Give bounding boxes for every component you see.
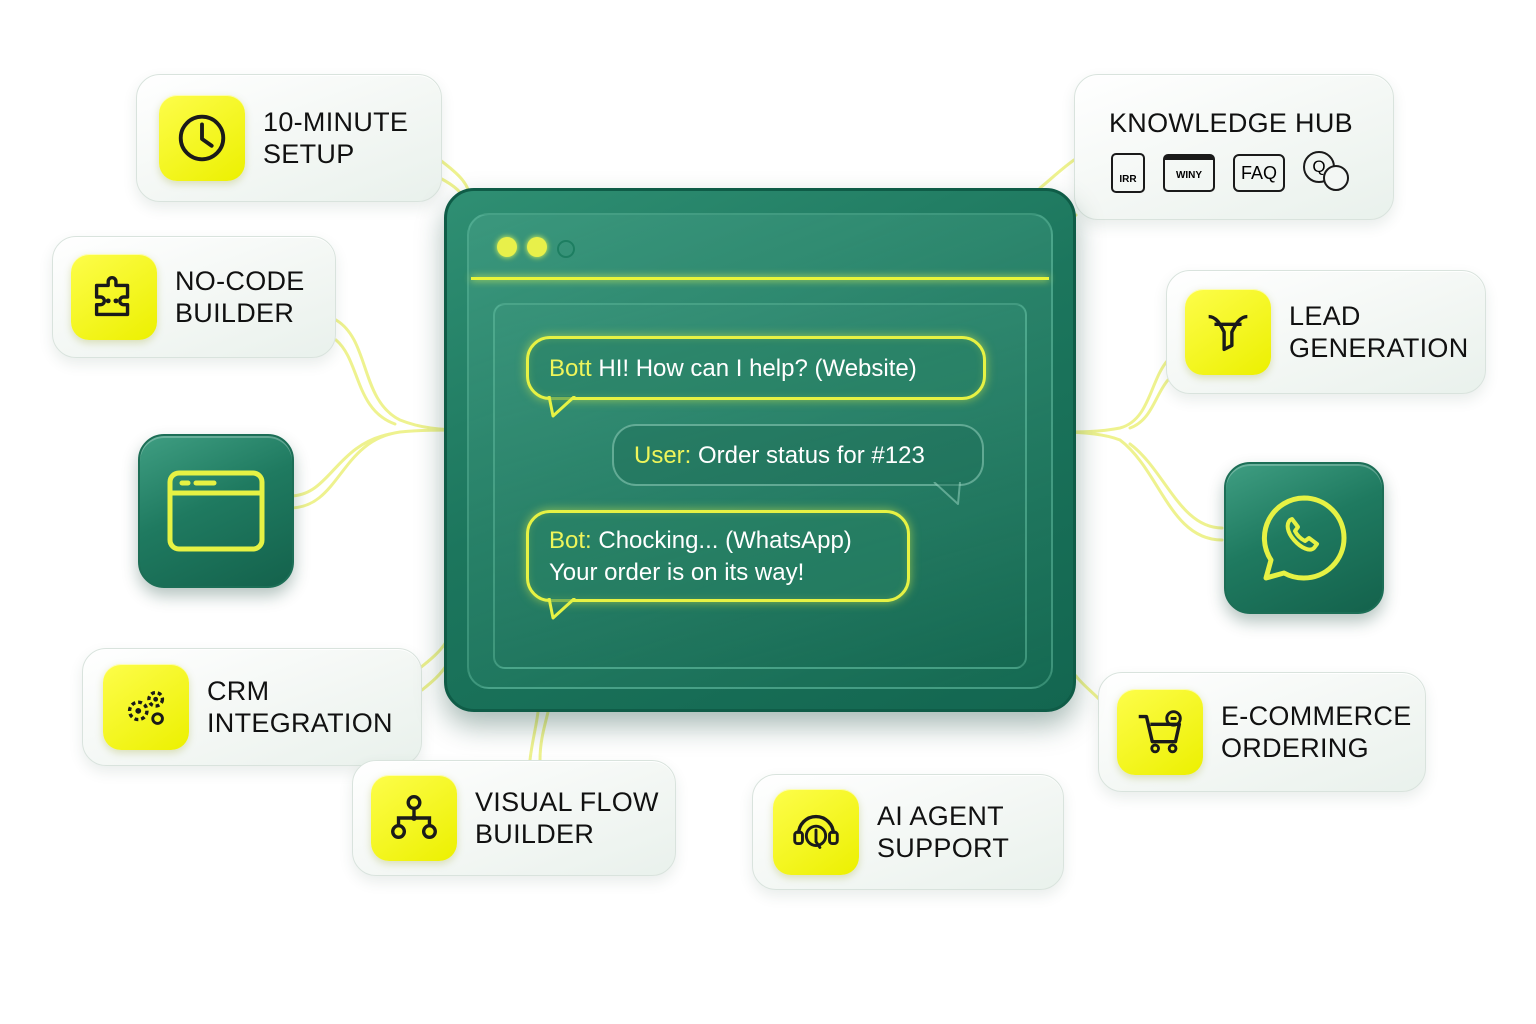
feature-label-nocode: NO-CODE BUILDER bbox=[175, 265, 305, 329]
chat-bubble-bot-1: Bott HI! How can I help? (Website) bbox=[526, 336, 986, 400]
bubble-text: Chocking... (WhatsApp) bbox=[591, 527, 852, 554]
chat-bubble-user: User: Order status for #123 bbox=[612, 424, 984, 486]
knowledge-hub-title: KNOWLEDGE HUB bbox=[1109, 108, 1353, 138]
shopping-cart-icon bbox=[1117, 689, 1203, 775]
knowledge-sources: IRR WINY FAQ Q bbox=[1111, 151, 1351, 195]
label-line: SETUP bbox=[263, 139, 355, 169]
browser-window-icon bbox=[167, 470, 265, 552]
window-dot-icon[interactable] bbox=[557, 240, 575, 258]
feature-card-lead[interactable]: LEAD GENERATION bbox=[1166, 270, 1486, 394]
connector-lead-2 bbox=[1128, 378, 1170, 430]
connector-flow-2 bbox=[528, 710, 540, 762]
bubble-speaker: Bott bbox=[549, 355, 592, 382]
bubble-tail-icon bbox=[547, 396, 577, 418]
feature-card-ecommerce[interactable]: E-COMMERCE ORDERING bbox=[1098, 672, 1426, 792]
whatsapp-icon bbox=[1261, 495, 1347, 581]
window-dot-icon[interactable] bbox=[527, 237, 547, 257]
label-line: INTEGRATION bbox=[207, 708, 393, 738]
feature-card-crm[interactable]: CRM INTEGRATION bbox=[82, 648, 422, 766]
label-line: 10-MINUTE bbox=[263, 107, 409, 137]
label-line: CRM bbox=[207, 676, 270, 706]
feature-card-nocode[interactable]: NO-CODE BUILDER bbox=[52, 236, 336, 358]
connector-website-2 bbox=[288, 432, 392, 498]
chat-window bbox=[444, 188, 1076, 712]
label-line: BUILDER bbox=[475, 819, 595, 849]
faq-label: FAQ bbox=[1240, 162, 1277, 183]
label-line: BUILDER bbox=[175, 298, 295, 328]
feature-label-ecommerce: E-COMMERCE ORDERING bbox=[1221, 700, 1412, 764]
label-line: VISUAL FLOW bbox=[475, 787, 659, 817]
chat-question-icon: Q bbox=[1303, 151, 1351, 195]
label-line: E-COMMERCE bbox=[1221, 701, 1412, 731]
feature-card-flow[interactable]: VISUAL FLOW BUILDER bbox=[352, 760, 676, 876]
faq-icon: FAQ bbox=[1233, 154, 1285, 192]
connector-whatsapp-2 bbox=[1128, 442, 1224, 530]
website-channel-tile[interactable] bbox=[138, 434, 294, 588]
label-line: SUPPORT bbox=[877, 833, 1010, 863]
label-line: AI AGENT bbox=[877, 801, 1004, 831]
feature-label-ai: AI AGENT SUPPORT bbox=[877, 800, 1009, 864]
headset-agent-icon bbox=[773, 789, 859, 875]
clock-icon bbox=[159, 95, 245, 181]
feature-card-knowledge[interactable]: KNOWLEDGE HUB IRR WINY FAQ Q bbox=[1074, 74, 1394, 220]
label-line: LEAD bbox=[1289, 301, 1361, 331]
feature-label-flow: VISUAL FLOW BUILDER bbox=[475, 786, 659, 850]
web-page-icon: WINY bbox=[1163, 154, 1215, 192]
connector-crm bbox=[418, 640, 448, 670]
window-controls bbox=[497, 237, 575, 258]
feature-label-crm: CRM INTEGRATION bbox=[207, 675, 393, 739]
connector-whatsapp bbox=[1056, 430, 1224, 542]
connector-flow bbox=[538, 710, 550, 762]
chat-label: Q bbox=[1312, 157, 1326, 176]
chat-bubble-bot-2: Bot: Chocking... (WhatsApp) Your order i… bbox=[526, 510, 910, 602]
feature-card-setup[interactable]: 10-MINUTE SETUP bbox=[136, 74, 442, 202]
label-line: NO-CODE bbox=[175, 266, 305, 296]
doc-label: IRR bbox=[1119, 174, 1137, 185]
connector-ecommerce bbox=[1074, 674, 1102, 702]
gears-icon bbox=[103, 664, 189, 750]
label-line: ORDERING bbox=[1221, 733, 1369, 763]
bubble-text: Your order is on its way! bbox=[549, 559, 805, 586]
title-bar-divider bbox=[471, 277, 1049, 280]
document-icon: IRR bbox=[1111, 153, 1145, 193]
bubble-speaker: Bot: bbox=[549, 527, 592, 554]
web-label: WINY bbox=[1175, 169, 1203, 181]
flow-diagram-icon bbox=[371, 775, 457, 861]
bubble-tail-icon bbox=[547, 598, 577, 620]
feature-card-ai[interactable]: AI AGENT SUPPORT bbox=[752, 774, 1064, 890]
connector-website bbox=[288, 428, 467, 510]
bubble-text: Order status for #123 bbox=[691, 442, 925, 469]
connector-knowledge bbox=[1038, 158, 1076, 190]
whatsapp-channel-tile[interactable] bbox=[1224, 462, 1384, 614]
feature-label-setup: 10-MINUTE SETUP bbox=[263, 106, 408, 170]
funnel-icon bbox=[1185, 289, 1271, 375]
puzzle-icon bbox=[71, 254, 157, 340]
feature-label-lead: LEAD GENERATION bbox=[1289, 300, 1469, 364]
connector-crm-2 bbox=[420, 664, 448, 692]
connector-nocode-2 bbox=[334, 338, 397, 426]
bubble-text: HI! How can I help? (Website) bbox=[591, 355, 917, 382]
label-line: GENERATION bbox=[1289, 333, 1469, 363]
bubble-tail-icon bbox=[933, 482, 961, 505]
window-dot-icon[interactable] bbox=[497, 237, 517, 257]
bubble-speaker: User: bbox=[634, 442, 692, 469]
